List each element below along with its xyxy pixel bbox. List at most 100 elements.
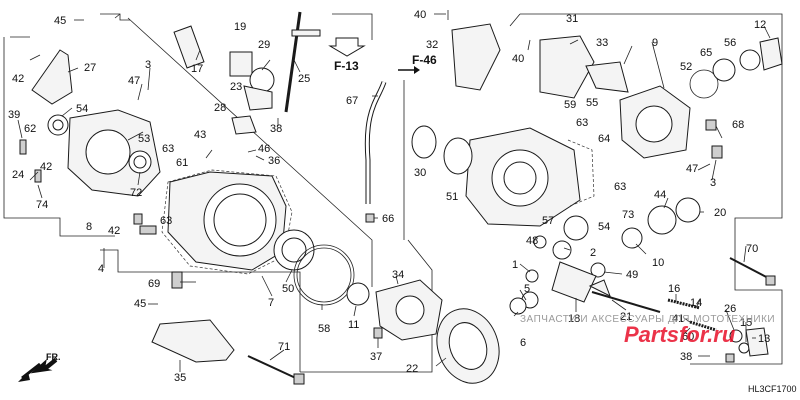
callout-44: 44 [654, 189, 666, 201]
callout-25: 25 [298, 73, 310, 85]
frame-lines [3, 10, 783, 373]
callout-47: 47 [128, 75, 140, 87]
callout-34: 34 [392, 269, 404, 281]
callout-19: 19 [234, 21, 246, 33]
callout-28: 28 [214, 102, 226, 114]
callout-21: 21 [620, 311, 632, 323]
callout-57: 57 [542, 215, 554, 227]
callout-36: 36 [268, 155, 280, 167]
callout-45: 45 [54, 15, 66, 27]
callout-38: 38 [680, 351, 692, 363]
callout-62: 62 [24, 123, 36, 135]
callout-42: 42 [12, 73, 24, 85]
callout-22: 22 [406, 363, 418, 375]
callout-42: 42 [108, 225, 120, 237]
part-shapes [19, 11, 783, 385]
callout-66: 66 [382, 213, 394, 225]
callout-16: 16 [668, 283, 680, 295]
callout-2: 2 [590, 247, 596, 259]
ref-f46: F-46 [412, 53, 437, 67]
callout-42: 42 [40, 161, 52, 173]
bracket-27 [31, 49, 73, 105]
callout-63: 63 [162, 143, 174, 155]
callout-38: 38 [270, 123, 282, 135]
callout-68: 68 [732, 119, 744, 131]
callout-63: 63 [576, 117, 588, 129]
callout-45: 45 [134, 298, 146, 310]
callout-54: 54 [76, 103, 88, 115]
callout-73: 73 [622, 209, 634, 221]
watermark-tagline: ЗАПЧАСТИ И АКСЕССУАРЫ ДЛЯ МОТОТЕХНИКИ [520, 314, 775, 325]
callout-41: 41 [672, 313, 684, 325]
callout-3: 3 [710, 177, 716, 189]
callout-11: 11 [348, 319, 359, 331]
callout-56: 56 [724, 37, 736, 49]
callout-67: 67 [346, 95, 358, 107]
callout-46: 46 [258, 143, 270, 155]
callout-58: 58 [318, 323, 330, 335]
callout-3: 3 [145, 59, 151, 71]
callout-4: 4 [98, 263, 104, 275]
top-cover-32 [451, 23, 501, 91]
callout-37: 37 [370, 351, 382, 363]
front-arrow-icon [18, 357, 58, 382]
callout-72: 72 [130, 187, 142, 199]
part-callouts: 45 42 27 3 47 39 54 62 42 53 24 72 74 8 … [8, 9, 770, 384]
callout-39: 39 [8, 109, 20, 121]
callout-52: 52 [680, 61, 692, 73]
leader-lines [17, 13, 771, 372]
callout-60: 60 [682, 331, 694, 343]
callout-43: 43 [194, 129, 206, 141]
callout-51: 51 [446, 191, 458, 203]
callout-29: 29 [258, 39, 270, 51]
callout-55: 55 [586, 97, 598, 109]
callout-8: 8 [86, 221, 92, 233]
callout-30: 30 [414, 167, 426, 179]
callout-74: 74 [36, 199, 48, 211]
callout-7: 7 [268, 297, 274, 309]
callout-69: 69 [148, 278, 160, 290]
callout-64: 64 [598, 133, 610, 145]
callout-70: 70 [746, 243, 758, 255]
callout-49: 49 [626, 269, 638, 281]
callout-63: 63 [614, 181, 626, 193]
callout-6: 6 [520, 337, 526, 349]
callout-59: 59 [564, 99, 576, 111]
callout-31: 31 [566, 13, 578, 25]
callout-32: 32 [426, 39, 438, 51]
callout-10: 10 [652, 257, 664, 269]
callout-33: 33 [596, 37, 608, 49]
callout-50: 50 [282, 283, 294, 295]
callout-24: 24 [12, 169, 24, 181]
bracket-35 [151, 319, 235, 363]
callout-71: 71 [278, 341, 290, 353]
callout-14: 14 [690, 297, 702, 309]
callout-40: 40 [512, 53, 524, 65]
callout-27: 27 [84, 62, 96, 74]
callout-35: 35 [174, 372, 186, 384]
callout-47: 47 [686, 163, 698, 175]
callout-23: 23 [230, 81, 242, 93]
callout-15: 15 [740, 317, 752, 329]
callout-12: 12 [754, 19, 766, 31]
callout-65: 65 [700, 47, 712, 59]
callout-1: 1 [512, 259, 518, 271]
callout-53: 53 [138, 133, 150, 145]
callout-26: 26 [724, 303, 736, 315]
callout-54: 54 [598, 221, 610, 233]
callout-20: 20 [714, 207, 726, 219]
callout-18: 18 [568, 313, 580, 325]
callout-9: 9 [652, 37, 658, 49]
callout-40: 40 [414, 9, 426, 21]
ref-f13: F-13 [334, 59, 359, 73]
callout-5: 5 [524, 283, 530, 295]
callout-48: 48 [526, 235, 538, 247]
front-label: FR. [46, 352, 61, 362]
watermark-brand: Partsfor.ru [624, 322, 736, 347]
callout-13: 13 [758, 333, 770, 345]
callout-17: 17 [191, 63, 203, 75]
callout-63: 63 [160, 215, 172, 227]
diagram-code: HL3CF1700 [748, 384, 797, 394]
callout-61: 61 [176, 157, 188, 169]
